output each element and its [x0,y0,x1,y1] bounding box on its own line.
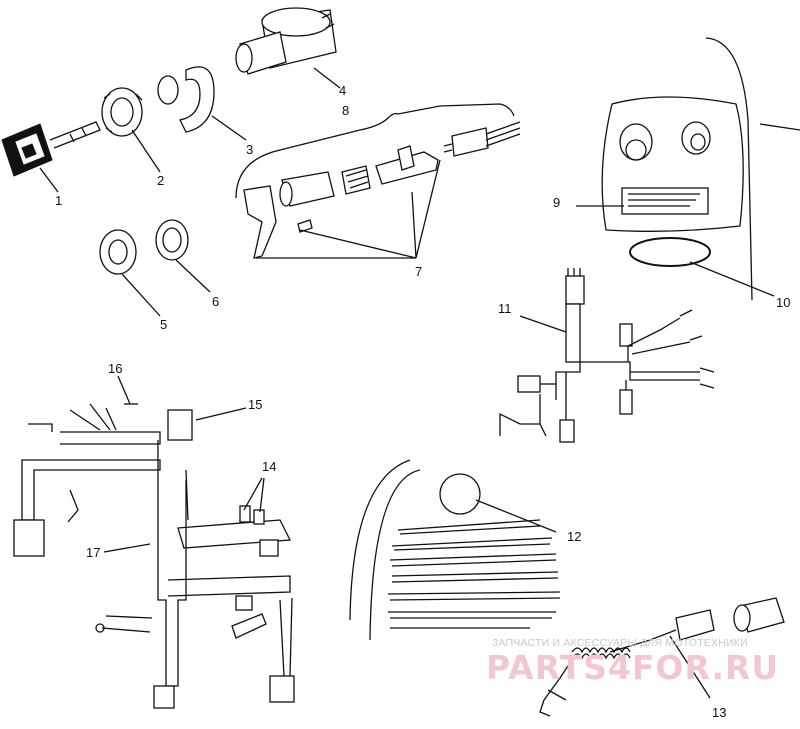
callout-13: 13 [712,705,727,720]
callout-9: 9 [553,195,561,210]
wiring-harness-small [499,268,715,443]
ignition-switch-part [235,7,337,75]
callout-5: 5 [160,317,168,332]
callout-11: 11 [498,301,512,316]
callout-8: 8 [342,103,350,118]
kill-switch-assembly [235,103,521,259]
callout-1: 1 [55,193,63,208]
wiring-harness-large [13,403,295,709]
hood-panel [349,459,561,641]
callout-10: 10 [776,295,791,310]
tether-cord [539,597,785,717]
washer-parts [99,219,189,275]
leader-lines [39,67,775,699]
callout-16: 16 [108,361,123,376]
callout-14: 14 [262,459,277,474]
bezel-part [157,66,215,133]
callout-3: 3 [246,142,254,157]
console-panel [601,37,800,301]
callout-12: 12 [567,529,582,544]
key-part [1,121,101,177]
callout-2: 2 [157,173,165,188]
callout-6: 6 [212,294,220,309]
callout-7: 7 [415,264,423,279]
watermark-logo: PARTS4FOR.RU [486,648,780,687]
callout-4: 4 [339,83,347,98]
callout-17: 17 [86,545,101,560]
callout-15: 15 [248,397,263,412]
o-ring-part [629,237,711,267]
nut-part [101,87,143,137]
watermark-caption: ЗАПЧАСТИ И АКСЕССУАРЫ ДЛЯ МОТОТЕХНИКИ [492,637,748,649]
